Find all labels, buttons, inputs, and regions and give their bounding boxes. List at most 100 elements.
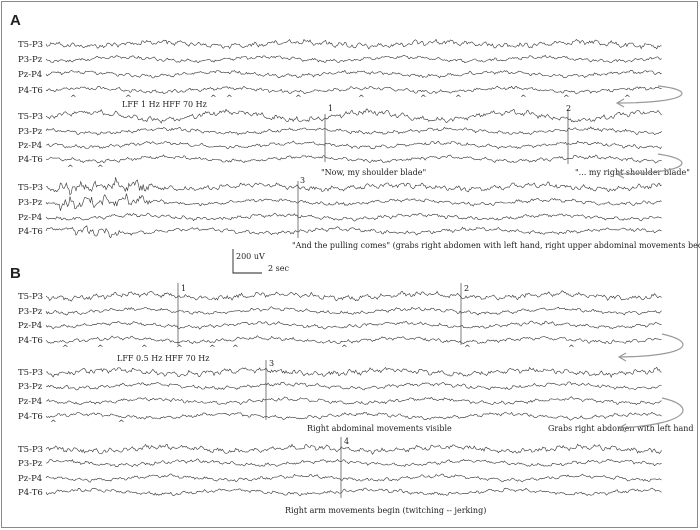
spike-marker: ^ [455, 94, 462, 103]
spike-marker: ^ [141, 344, 148, 353]
channel-label: P3-Pz [18, 382, 43, 392]
eeg-trace [45, 411, 662, 421]
eeg-trace [45, 290, 662, 302]
continuation-arrow-head [617, 352, 627, 362]
eeg-trace [46, 140, 662, 150]
spike-marker: ^ [97, 344, 104, 353]
annotation-abdominal-movements: Right abdominal movements visible [307, 424, 452, 433]
eeg-trace [45, 126, 662, 136]
channel-label: P3-Pz [18, 55, 43, 65]
spike-marker: ^ [209, 344, 216, 353]
channel-label: P3-Pz [18, 459, 43, 469]
channel-label: T5-P3 [18, 445, 43, 455]
eeg-trace [45, 335, 662, 345]
spike-markers: ^^^^^^^^^^^^^^^^^^^^^^^^ [50, 94, 631, 428]
spike-marker: ^ [97, 164, 104, 173]
spike-marker: ^ [624, 94, 631, 103]
channel-label: P4-T6 [18, 86, 43, 96]
channel-label: Pz-P4 [18, 141, 42, 151]
event-number: 2 [566, 104, 571, 113]
panel-a-block-3-labels: T5-P3 P3-Pz Pz-P4 P4-T6 [18, 183, 43, 237]
event-number: 3 [269, 359, 274, 368]
annotation-shoulder-blade: "Now, my shoulder blade" [321, 168, 426, 177]
panel-b-block-1-labels: T5-P3 P3-Pz Pz-P4 P4-T6 [18, 292, 43, 346]
continuation-arrow-head [617, 423, 627, 433]
channel-label: T5-P3 [18, 292, 43, 302]
filter-setting-b: LFF 0.5 Hz HFF 70 Hz [117, 354, 210, 363]
eeg-trace [45, 69, 662, 79]
eeg-trace [45, 381, 662, 391]
spike-marker: ^ [226, 94, 233, 103]
channel-label: P4-T6 [18, 488, 43, 498]
continuation-arrow-head [615, 98, 625, 108]
channel-label: Pz-P4 [18, 321, 42, 331]
channel-label: P4-T6 [18, 412, 43, 422]
eeg-trace [45, 396, 662, 406]
eeg-trace [45, 85, 662, 95]
eeg-trace [45, 487, 662, 497]
scale-bar: 200 uV 2 sec [232, 249, 289, 274]
event-marker-b3: 3 [265, 359, 274, 420]
spike-marker: ^ [520, 94, 527, 103]
annotation-right-shoulder-blade: "... my right shoulder blade" [575, 168, 690, 177]
eeg-trace [45, 366, 662, 379]
channel-label: T5-P3 [18, 40, 43, 50]
eeg-trace [45, 177, 662, 196]
channel-label: T5-P3 [18, 368, 43, 378]
event-number: 2 [464, 284, 469, 293]
spike-marker: ^ [62, 344, 69, 353]
continuation-arrow [619, 397, 684, 429]
panel-b-block-3-labels: T5-P3 P3-Pz Pz-P4 P4-T6 [18, 445, 43, 498]
spike-marker: ^ [118, 419, 125, 428]
spike-marker: ^ [67, 164, 74, 173]
event-marker-b1: 1 [177, 283, 186, 345]
channel-label: P4-T6 [18, 336, 43, 346]
panel-letter-a: A [10, 12, 21, 29]
eeg-traces [45, 38, 662, 497]
scale-amplitude: 200 uV [236, 252, 265, 261]
annotation-pulling-comes: "And the pulling comes" (grabs right abd… [292, 241, 700, 250]
spike-marker: ^ [295, 94, 302, 103]
filter-setting-a: LFF 1 Hz HFF 70 Hz [122, 100, 207, 109]
channel-label: T5-P3 [18, 183, 43, 193]
channel-label: P4-T6 [18, 227, 43, 237]
channel-label: P3-Pz [18, 198, 43, 208]
scale-time: 2 sec [268, 264, 289, 273]
eeg-trace [45, 193, 662, 211]
continuation-arrow [617, 85, 683, 104]
spike-marker: ^ [125, 94, 132, 103]
event-marker-a2: 2 [566, 104, 571, 164]
panel-a-block-2-labels: T5-P3 P3-Pz Pz-P4 P4-T6 [18, 112, 43, 165]
event-number: 1 [181, 284, 186, 293]
channel-label: Pz-P4 [18, 213, 42, 223]
event-marker-b4: 4 [340, 437, 349, 498]
continuation-arrow-head [615, 169, 625, 179]
eeg-trace [45, 473, 662, 483]
continuation-arrow [619, 333, 684, 358]
channel-label: T5-P3 [18, 112, 43, 122]
spike-marker: ^ [420, 94, 427, 103]
eeg-trace [45, 320, 662, 330]
spike-marker: ^ [568, 344, 575, 353]
eeg-trace [45, 54, 662, 64]
eeg-trace [45, 458, 662, 468]
panel-b-block-2-labels: T5-P3 P3-Pz Pz-P4 P4-T6 [18, 368, 43, 422]
continuation-arrow [617, 153, 683, 175]
eeg-trace [45, 306, 662, 316]
event-number: 4 [344, 437, 349, 446]
spike-marker: ^ [70, 94, 77, 103]
annotation-arm-movements: Right arm movements begin (twitching -- … [285, 506, 486, 515]
spike-marker: ^ [232, 344, 239, 353]
spike-marker: ^ [358, 94, 365, 103]
eeg-trace [45, 443, 662, 455]
spike-marker: ^ [210, 94, 217, 103]
panel-a-block-1-labels: T5-P3 P3-Pz Pz-P4 P4-T6 [18, 40, 43, 96]
channel-label: P4-T6 [18, 155, 43, 165]
eeg-trace [45, 212, 662, 222]
event-number: 1 [328, 104, 333, 113]
event-number: 3 [300, 176, 305, 185]
spike-marker: ^ [50, 419, 57, 428]
event-marker-b2: 2 [460, 283, 469, 345]
